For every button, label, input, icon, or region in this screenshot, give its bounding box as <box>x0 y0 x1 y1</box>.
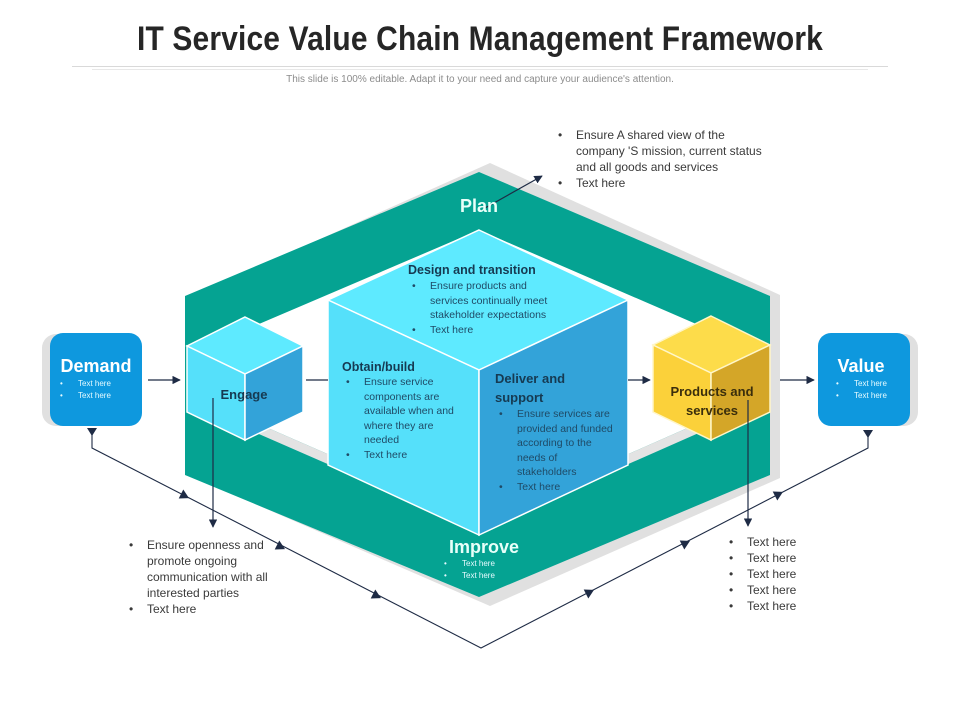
engage-cube-side <box>244 344 304 442</box>
improve-item: Text here <box>442 570 532 582</box>
loop-arrowhead <box>679 540 690 550</box>
improve-panel: Improve Text here Text here <box>436 537 532 582</box>
page-subtitle: This slide is 100% editable. Adapt it to… <box>286 74 674 85</box>
products-label: Products and services <box>670 384 754 418</box>
design-transition-panel: Design and transition Ensure products an… <box>408 263 568 337</box>
products-note-item: Text here <box>725 550 825 566</box>
page-title: IT Service Value Chain Management Framew… <box>136 20 823 58</box>
demand-panel: Demand Text here Text here <box>50 356 142 402</box>
demand-item: Text here <box>58 390 142 402</box>
products-cube[interactable] <box>651 315 772 442</box>
value-title: Value <box>837 356 885 376</box>
demand-title: Demand <box>60 356 132 376</box>
plan-note: Ensure A shared view of the company 'S m… <box>554 127 764 191</box>
loop-arrowhead <box>87 428 97 436</box>
engage-label: Engage <box>220 387 268 402</box>
value-item: Text here <box>834 378 910 390</box>
deliver-support-item: Text here <box>495 480 615 495</box>
design-transition-item: Text here <box>408 323 568 338</box>
engage-note-item: Text here <box>125 601 275 617</box>
demand-list: Text here Text here <box>58 378 142 402</box>
deliver-support-panel: Deliver and support Ensure services are … <box>495 369 615 494</box>
obtain-build-item: Text here <box>342 448 462 463</box>
products-note-item: Text here <box>725 534 825 550</box>
loop-arrowhead <box>370 589 382 599</box>
products-note-item: Text here <box>725 566 825 582</box>
products-note-item: Text here <box>725 598 825 614</box>
products-cube-side <box>710 343 771 442</box>
loop-arrowhead <box>178 489 190 499</box>
products-note: Text here Text here Text here Text here … <box>725 534 825 614</box>
obtain-build-list: Ensure service components are available … <box>342 375 462 462</box>
deliver-support-item: Ensure services are provided and funded … <box>495 407 615 480</box>
value-list: Text here Text here <box>834 378 910 402</box>
plan-label: Plan <box>459 196 498 216</box>
plan-note-item: Ensure A shared view of the company 'S m… <box>554 127 764 175</box>
improve-item: Text here <box>442 558 532 570</box>
deliver-support-title: Deliver and support <box>495 371 566 405</box>
value-item: Text here <box>834 390 910 402</box>
design-transition-item: Ensure products and services continually… <box>408 279 568 323</box>
plan-callout-arrow <box>484 175 543 209</box>
title-divider-secondary <box>92 69 868 70</box>
engage-note-item: Ensure openness and promote ongoing comm… <box>125 537 275 601</box>
loop-arrowhead <box>274 540 286 550</box>
demand-item: Text here <box>58 378 142 390</box>
engage-cube[interactable] <box>185 316 305 442</box>
loop-arrowhead <box>863 430 873 438</box>
improve-label: Improve <box>448 537 520 557</box>
title-divider <box>72 66 888 67</box>
loop-direction-arrows <box>178 489 783 599</box>
feedback-loop-line <box>91 428 869 649</box>
loop-arrowhead <box>772 491 783 501</box>
plan-note-item: Text here <box>554 175 764 191</box>
obtain-build-item: Ensure service components are available … <box>342 375 462 448</box>
value-panel: Value Text here Text here <box>818 356 910 402</box>
deliver-support-list: Ensure services are provided and funded … <box>495 407 615 494</box>
improve-list: Text here Text here <box>442 558 532 582</box>
engage-note: Ensure openness and promote ongoing comm… <box>125 537 275 617</box>
loop-arrowhead <box>583 589 594 599</box>
obtain-build-panel: Obtain/build Ensure service components a… <box>342 360 462 462</box>
design-transition-list: Ensure products and services continually… <box>408 279 568 337</box>
obtain-build-title: Obtain/build <box>342 360 415 374</box>
design-transition-title: Design and transition <box>408 263 536 277</box>
products-note-item: Text here <box>725 582 825 598</box>
